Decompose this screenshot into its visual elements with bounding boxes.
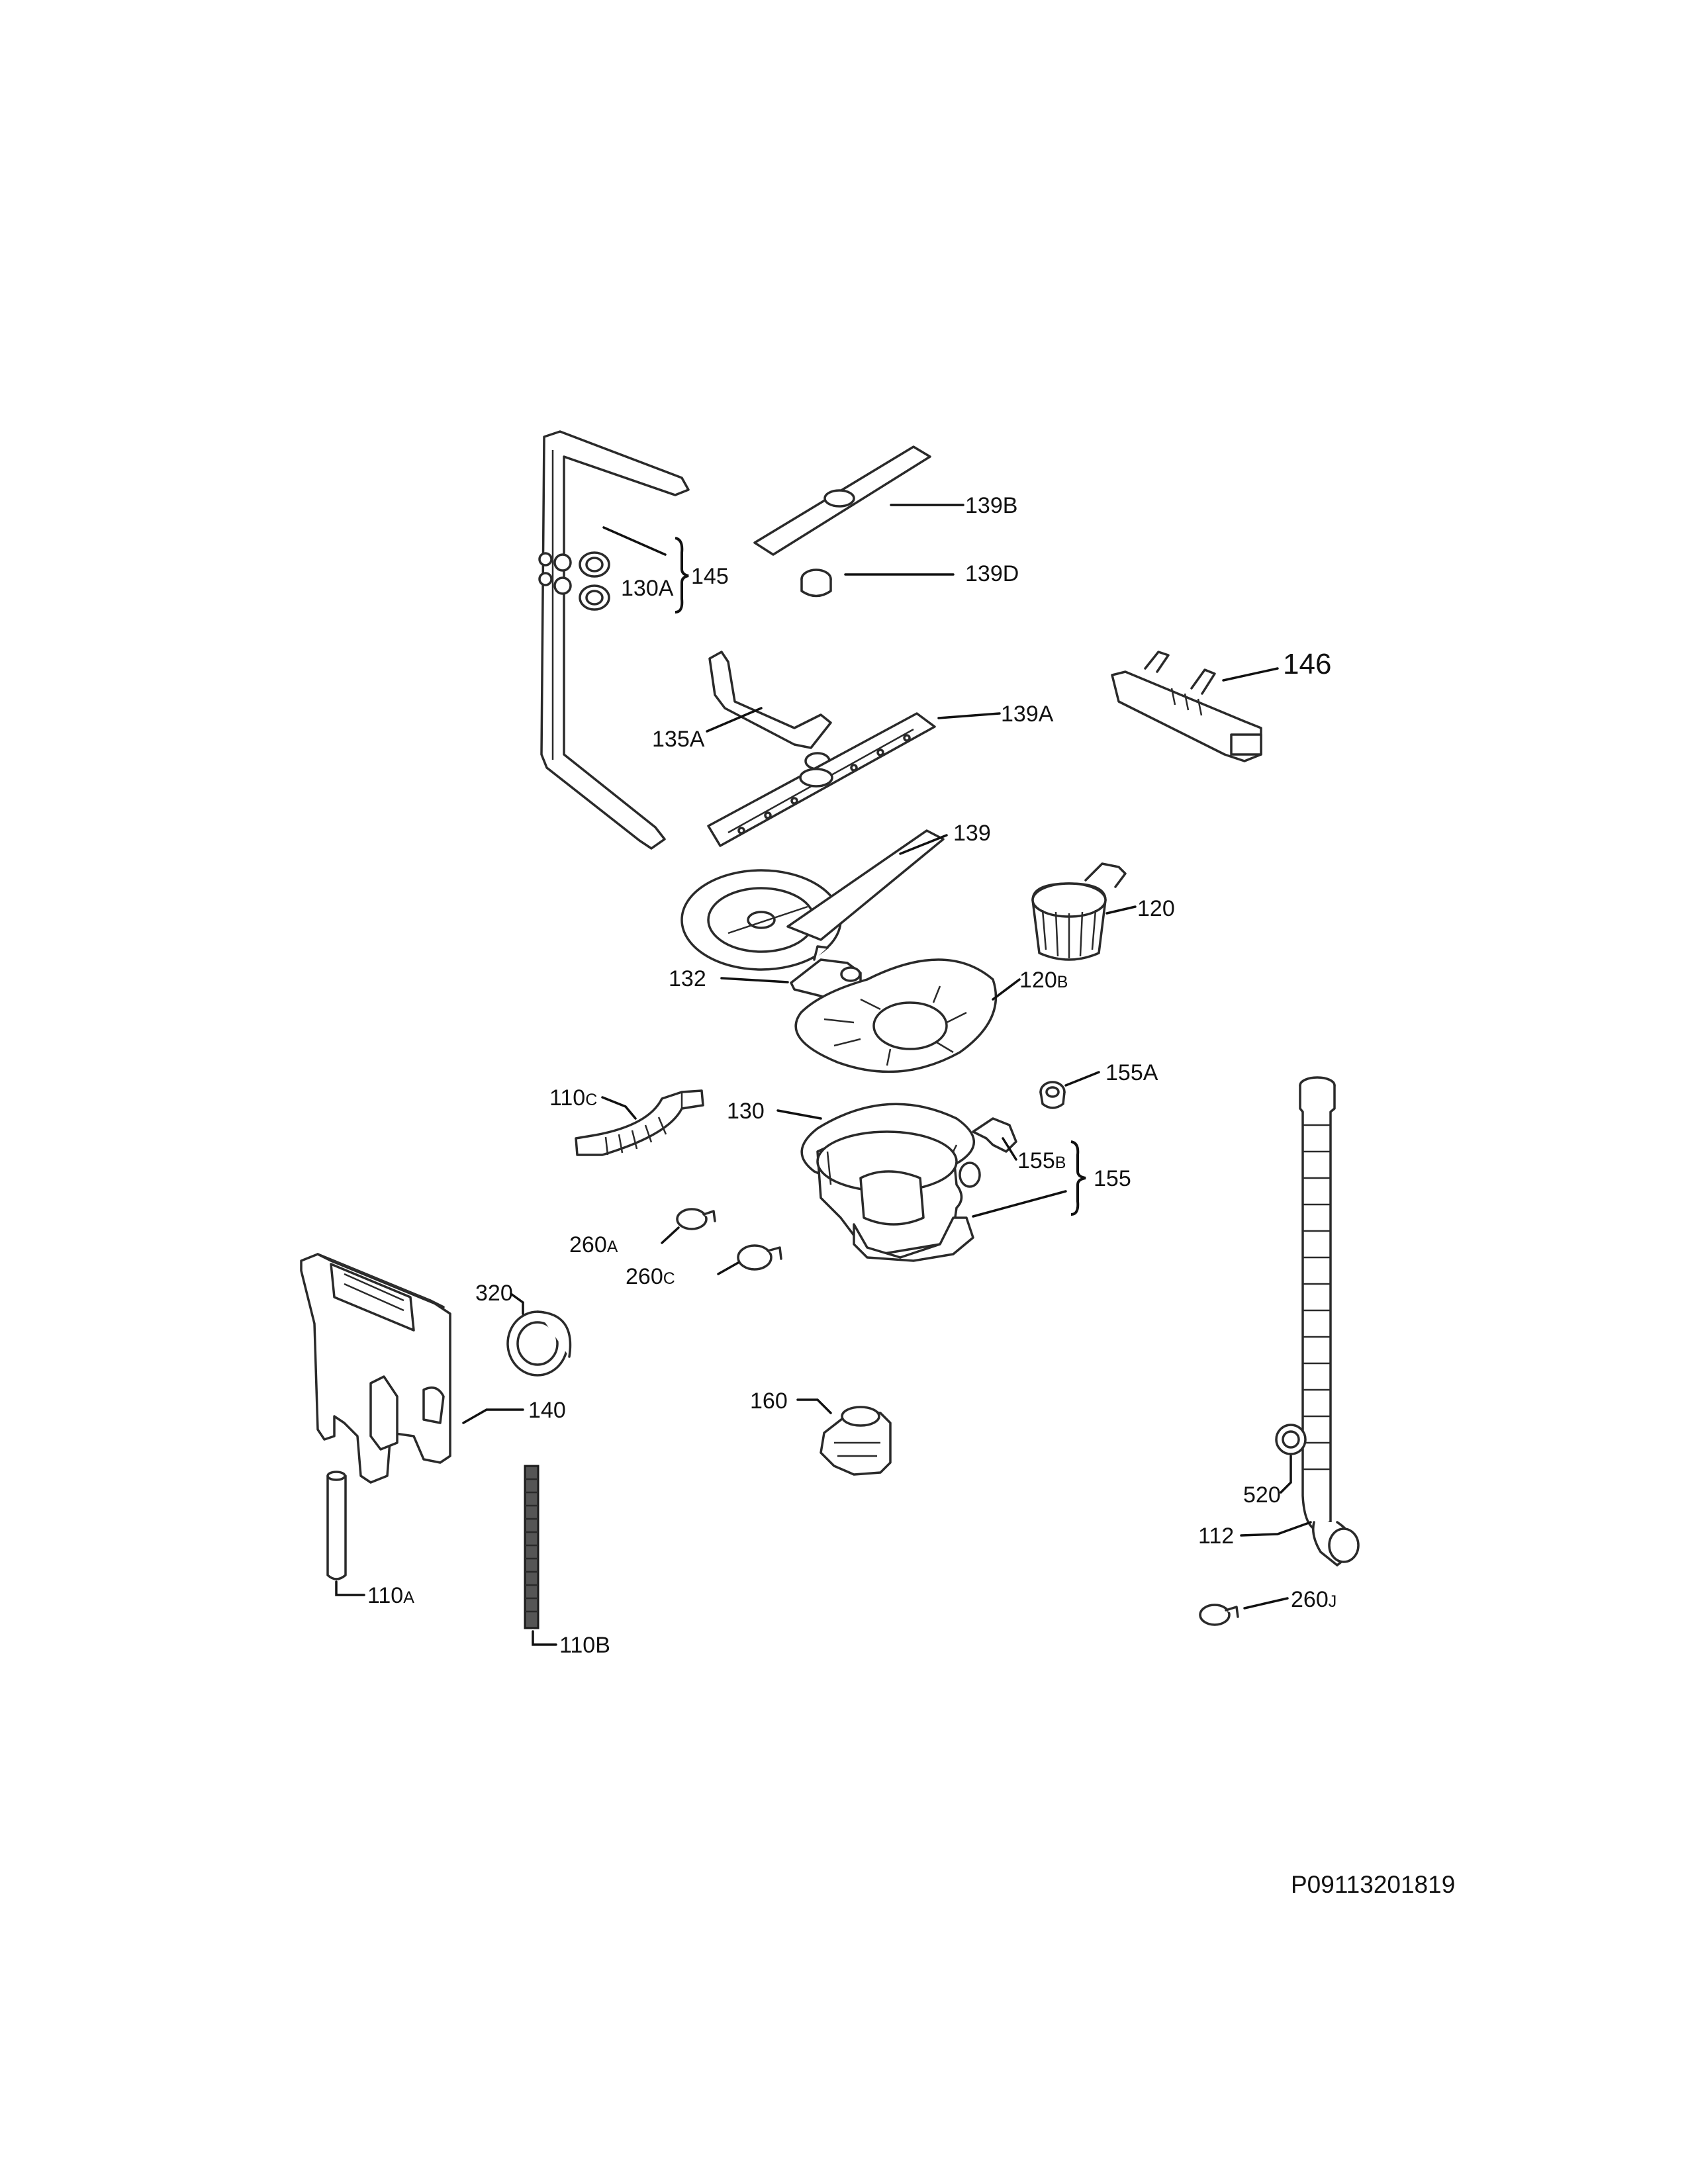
pipe-110A (326, 1471, 347, 1580)
part-146 (1111, 651, 1262, 762)
duct-135A (708, 651, 832, 770)
hose-110B (524, 1465, 539, 1629)
label-135A: 135A (652, 727, 705, 752)
label-130: 130 (727, 1099, 765, 1124)
middle-spray-arm-139A (707, 712, 936, 847)
filter-120 (1031, 862, 1127, 961)
hose-110C (575, 1089, 704, 1156)
label-112: 112 (1198, 1524, 1234, 1549)
label-130A: 130A (621, 576, 674, 601)
clamp-260J (1199, 1604, 1239, 1626)
clamp-520 (1275, 1424, 1307, 1455)
label-260C: 260C (626, 1264, 675, 1289)
label-320: 320 (475, 1281, 513, 1306)
duct-140 (300, 1253, 451, 1484)
drain-pump-160 (820, 1406, 892, 1476)
supply-tube-145 (538, 430, 690, 850)
upper-spray-arm-139B (753, 445, 931, 556)
label-120: 120 (1137, 896, 1175, 921)
label-110B: 110B (559, 1633, 610, 1658)
union-155A (1039, 1081, 1066, 1109)
clip-155B (972, 1117, 1017, 1153)
label-260J: 260J (1291, 1587, 1336, 1612)
drain-hose-112 (1299, 1076, 1360, 1567)
label-132: 132 (669, 966, 706, 991)
filter-plate-120B (794, 958, 998, 1073)
lower-spray-arm-139 (680, 829, 945, 971)
label-139: 139 (953, 821, 991, 846)
sump-assembly-155 (816, 1130, 981, 1262)
label-139A: 139A (1001, 702, 1054, 727)
label-155A: 155A (1105, 1060, 1158, 1085)
label-139D: 139D (965, 561, 1019, 586)
label-160: 160 (750, 1388, 788, 1414)
label-520: 520 (1243, 1482, 1281, 1508)
label-139B: 139B (965, 493, 1017, 518)
drawing-code: P09113201819 (1291, 1871, 1455, 1898)
seal-320 (506, 1310, 572, 1377)
clamp-260C (737, 1244, 782, 1271)
label-120B: 120B (1019, 968, 1068, 993)
clamp-260A (676, 1208, 716, 1230)
label-260A: 260A (569, 1232, 618, 1257)
label-140: 140 (528, 1398, 566, 1423)
label-110C: 110C (549, 1085, 597, 1111)
nozzle-130A (579, 551, 610, 611)
label-110A: 110A (367, 1583, 414, 1608)
label-155: 155 (1094, 1166, 1131, 1191)
label-146: 146 (1283, 648, 1331, 680)
label-145: 145 (691, 564, 729, 589)
nut-139D (800, 569, 832, 598)
label-155B: 155B (1017, 1148, 1066, 1173)
